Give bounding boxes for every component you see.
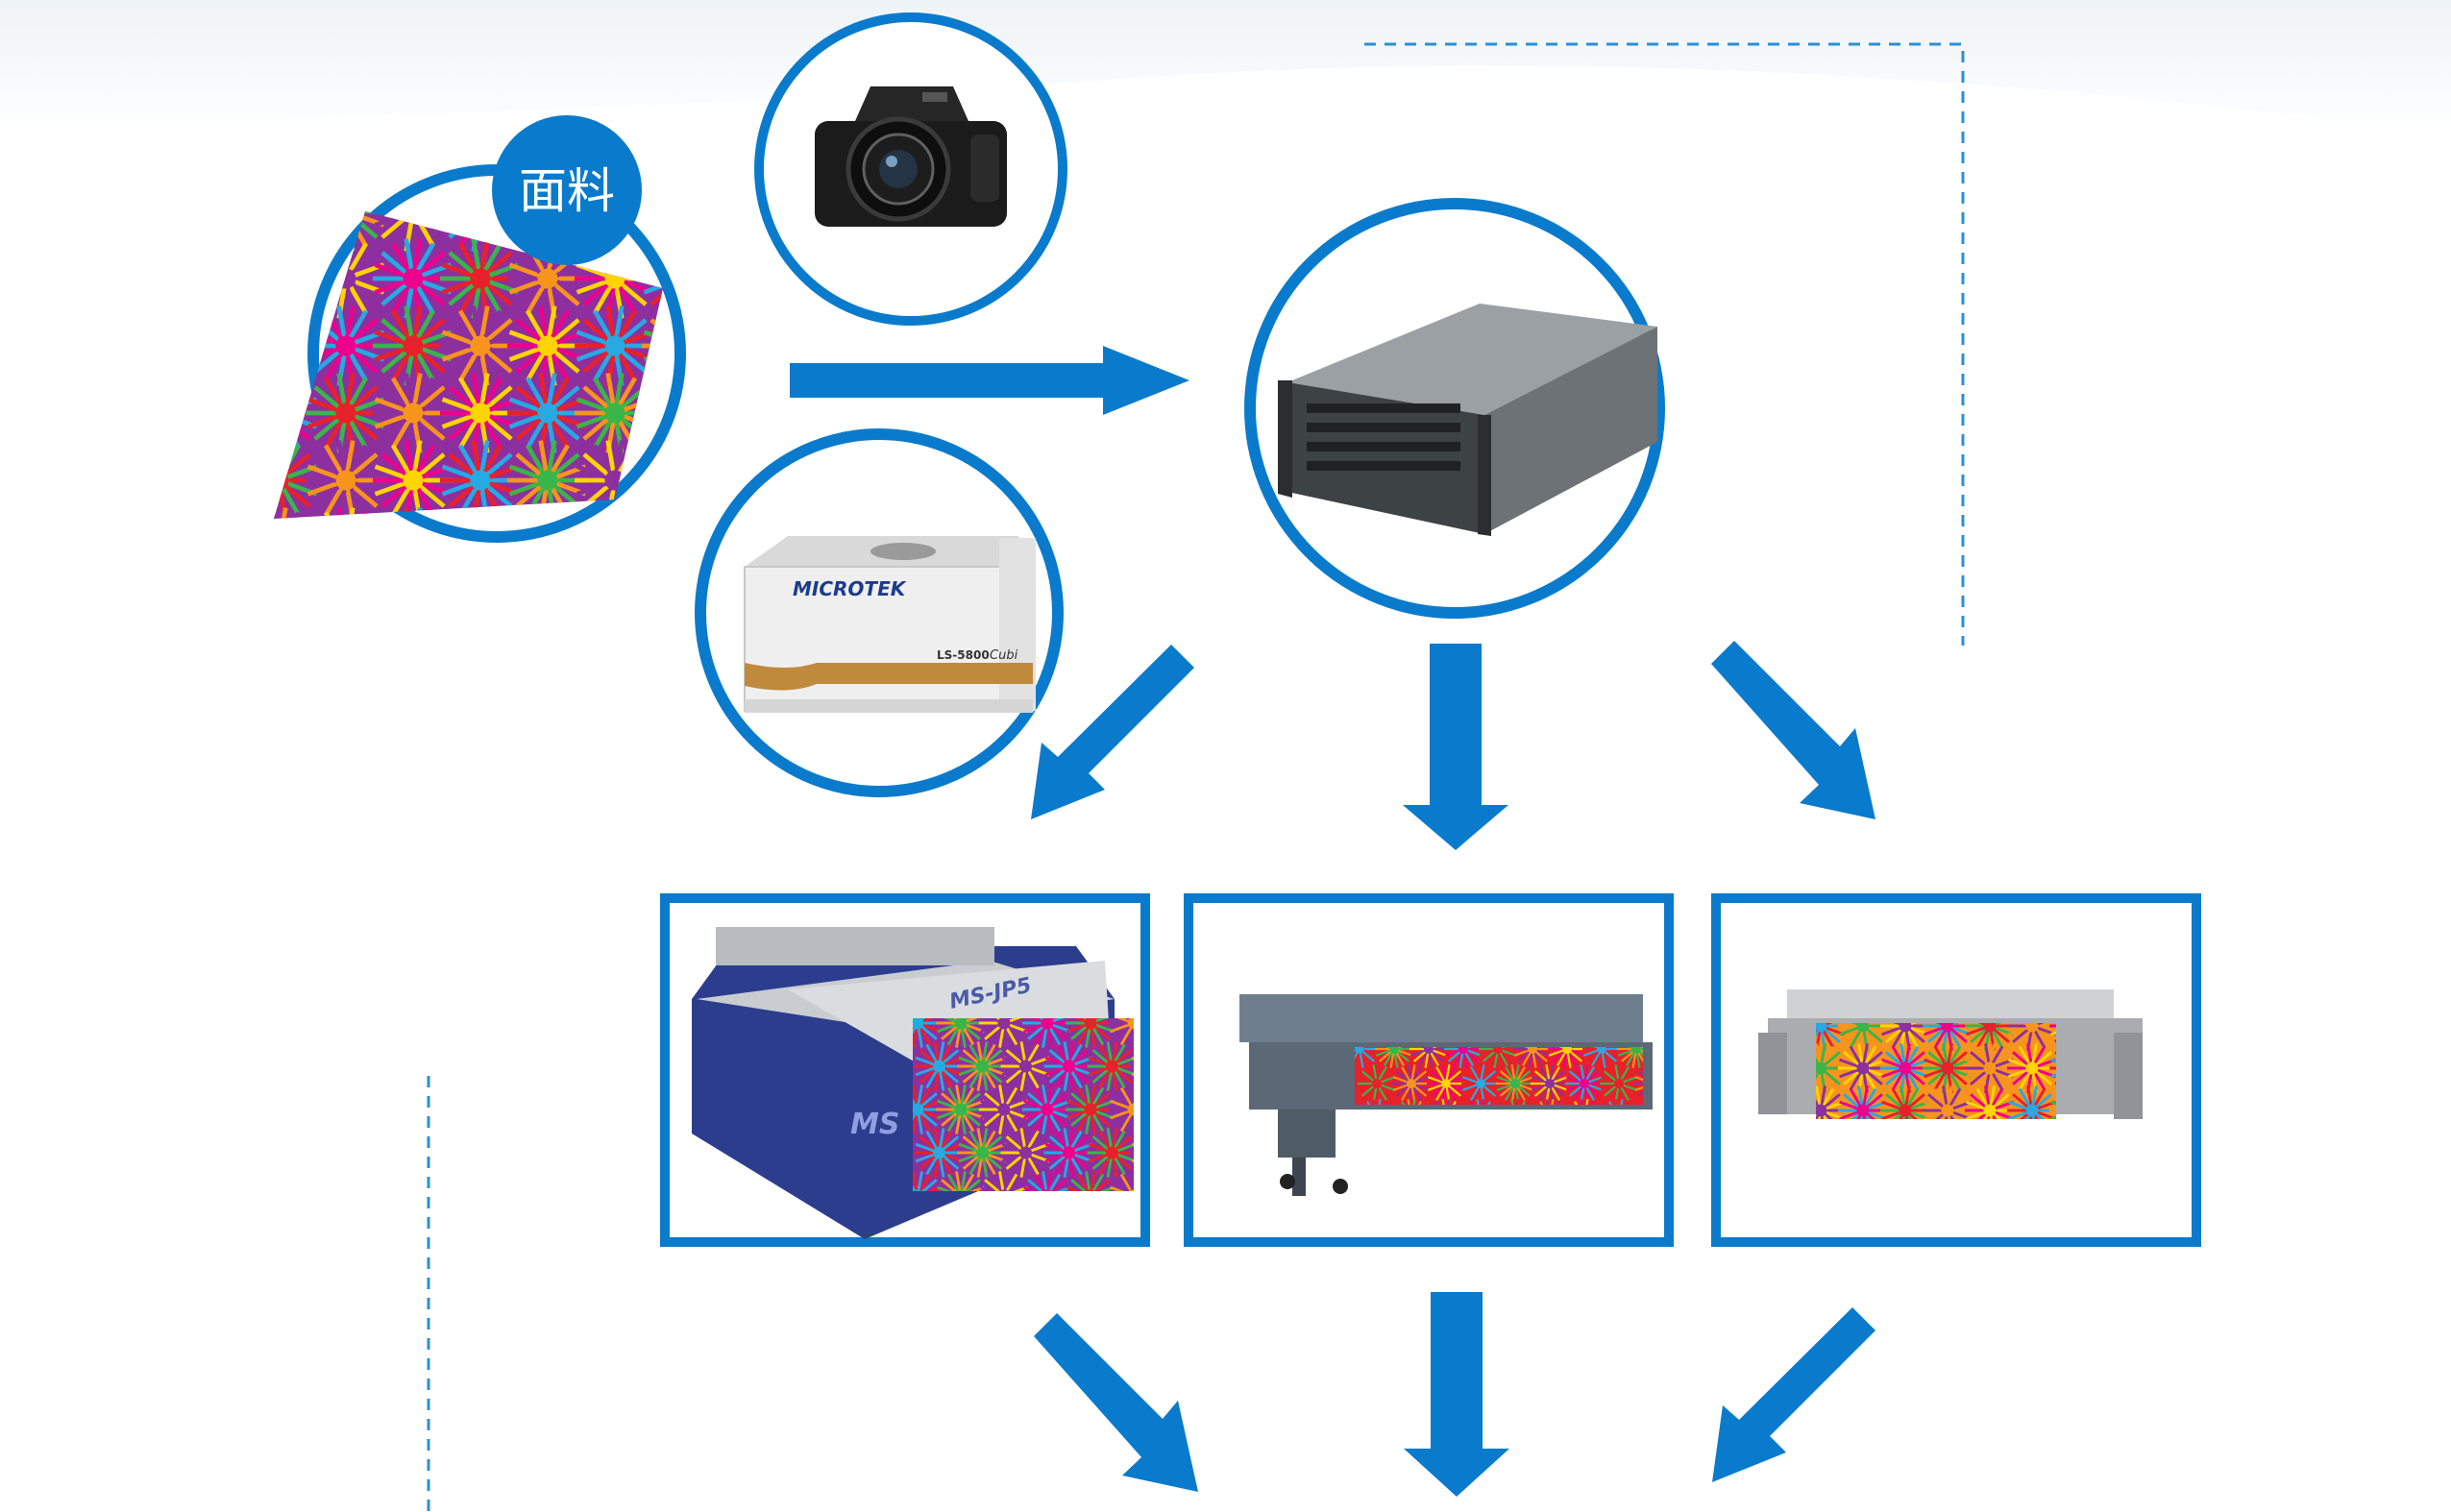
arrows-row-1 <box>790 346 1875 850</box>
printer-box-1: MS-JP5 MS <box>660 893 1150 1247</box>
server-node <box>1244 198 1665 619</box>
arrow-down-left <box>1031 645 1194 819</box>
fabric-node: 面料 <box>274 115 686 543</box>
dashed-line-top-right <box>1364 42 1965 646</box>
arrow-right-to-server <box>790 346 1189 415</box>
scanner-model: LS-5800 <box>937 648 990 662</box>
arrow-bottom-right <box>1712 1307 1875 1482</box>
printer-2-icon <box>1239 994 1653 1196</box>
arrow-bottom-left <box>1034 1313 1198 1492</box>
arrow-bottom-center <box>1404 1292 1509 1497</box>
printer-3-icon <box>1758 989 2143 1119</box>
scanner-model-suffix: Cubi <box>990 648 1018 663</box>
background-wash <box>0 0 2451 134</box>
arrows-row-2 <box>1034 1292 1875 1497</box>
fabric-badge <box>492 115 642 265</box>
fabric-badge-label: 面料 <box>519 163 615 219</box>
scanner-brand: MICROTEK <box>793 577 907 600</box>
printer-1-brand: MS <box>850 1108 899 1141</box>
printer-1-icon: MS-JP5 MS <box>692 927 1134 1239</box>
dashed-guide-lines <box>427 42 1965 1512</box>
arrow-down-center <box>1403 644 1508 850</box>
printer-box-3 <box>1711 893 2201 1247</box>
camera-icon <box>815 86 1007 227</box>
server-icon <box>1278 304 1657 536</box>
printer-box-2 <box>1184 893 1674 1247</box>
scanner-icon: MICROTEK LS-5800 Cubi <box>744 536 1036 713</box>
camera-node <box>754 12 1067 326</box>
arrow-down-right <box>1711 641 1875 819</box>
scanner-node: MICROTEK LS-5800 Cubi <box>695 428 1064 797</box>
